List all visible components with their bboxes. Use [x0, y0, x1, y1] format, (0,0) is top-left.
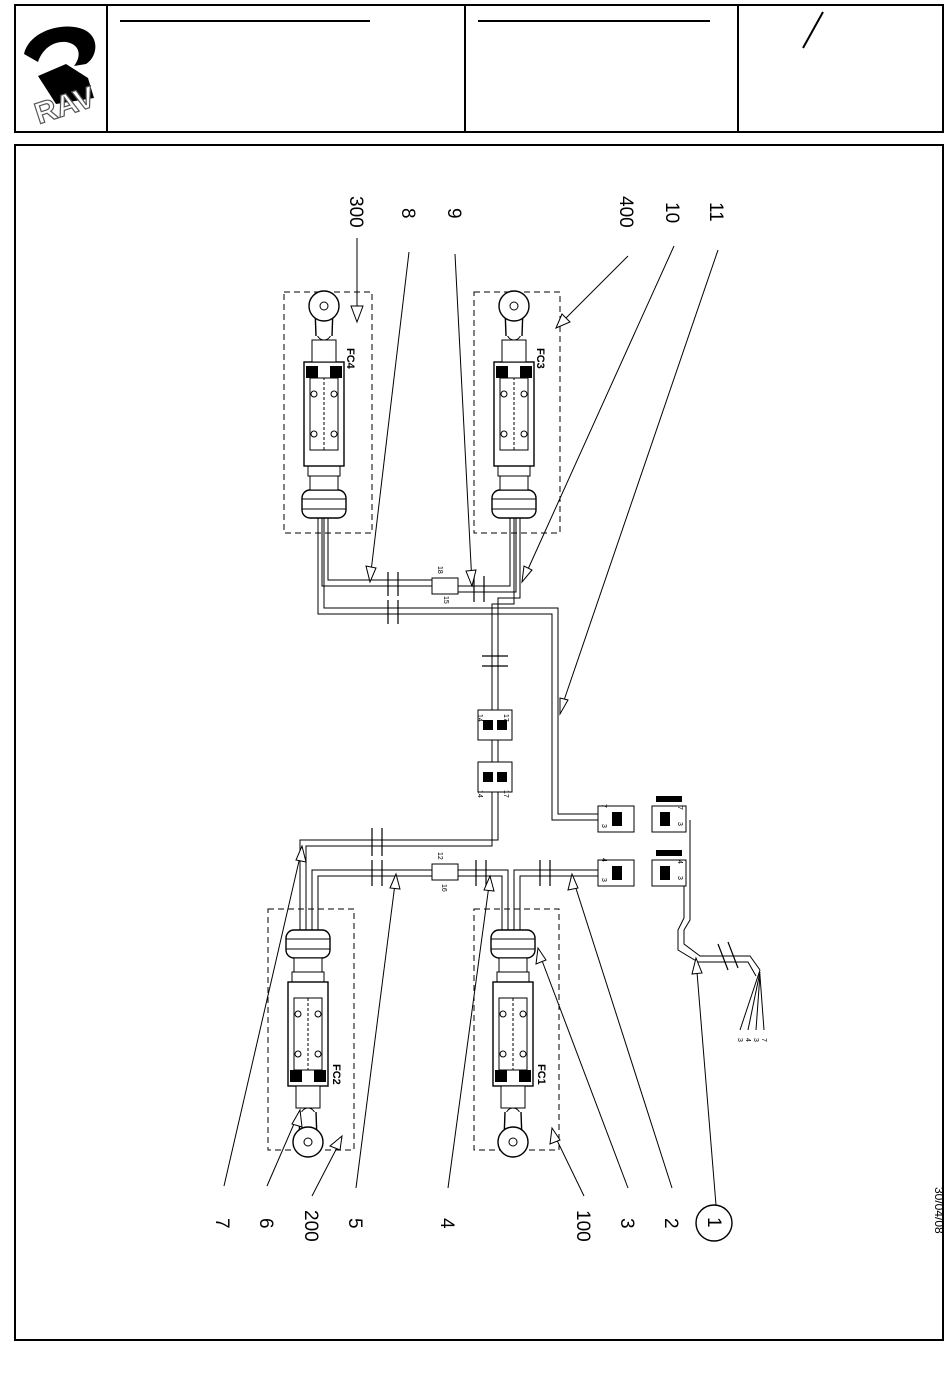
label-fc4: FC4 — [344, 348, 356, 370]
terminal-14b: 14 — [476, 790, 483, 798]
callout-100: 100 — [572, 1210, 593, 1242]
wire-label-1: 3 — [736, 1038, 743, 1042]
callout-10: 10 — [661, 202, 682, 223]
conn-4: 4 — [600, 858, 607, 862]
terminal-15: 15 — [442, 596, 449, 604]
terminal-18: 18 — [436, 566, 443, 574]
callout-1: 1 — [703, 1217, 724, 1228]
wire-label-4: 7 — [760, 1038, 767, 1042]
callout-11: 11 — [705, 202, 726, 222]
callout-4: 4 — [436, 1218, 457, 1229]
conn-3b: 3 — [600, 878, 607, 882]
wire-label-2: 4 — [744, 1038, 751, 1042]
conn-r3b: 3 — [676, 876, 683, 880]
conn-3: 3 — [600, 824, 607, 828]
terminal-17b: 17 — [502, 790, 509, 798]
callout-6: 6 — [255, 1218, 276, 1229]
callout-7: 7 — [211, 1218, 232, 1229]
label-fc2: FC2 — [330, 1064, 342, 1085]
revision-date: 30/04/08 — [932, 1187, 946, 1234]
conn-7: 7 — [600, 804, 607, 808]
callout-8: 8 — [397, 208, 418, 219]
conn-r4: 4 — [676, 860, 683, 864]
label-fc1: FC1 — [535, 1064, 547, 1085]
conn-r3: 3 — [676, 822, 683, 826]
callout-400: 400 — [615, 196, 636, 228]
switch-fc3 — [492, 291, 536, 518]
wire-label-3: 3 — [752, 1038, 759, 1042]
label-fc3: FC3 — [534, 348, 546, 369]
terminal-16: 16 — [440, 884, 447, 892]
callout-300: 300 — [345, 196, 366, 228]
switch-fc1 — [491, 930, 535, 1157]
callout-5: 5 — [344, 1218, 365, 1229]
conn-r7: 7 — [676, 806, 683, 810]
callout-9: 9 — [443, 208, 464, 219]
terminal-12: 12 — [436, 852, 443, 860]
terminal-17: 17 — [502, 714, 509, 722]
switch-fc4 — [302, 291, 346, 518]
terminal-14: 14 — [476, 714, 483, 722]
callout-3: 3 — [616, 1218, 637, 1229]
callout-2: 2 — [660, 1218, 681, 1229]
callout-200: 200 — [300, 1210, 321, 1242]
